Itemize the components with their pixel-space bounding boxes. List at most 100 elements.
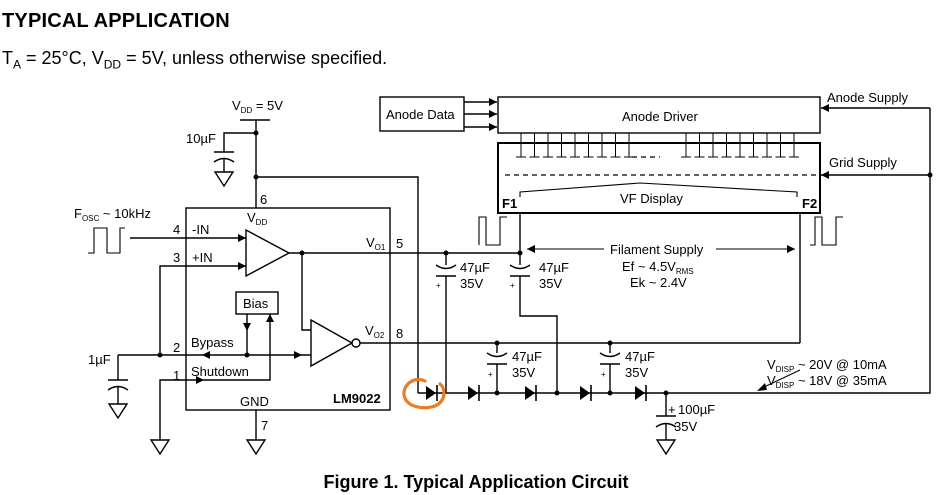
oscillator-label: FOSC ~ 10kHz — [74, 206, 151, 223]
plus-sign: + — [668, 402, 676, 417]
diode-icon — [635, 385, 647, 401]
anode-supply-label: Anode Supply — [827, 90, 908, 105]
capacitor-pump2: 47µF 35V + — [599, 343, 655, 393]
capacitor-pump2-cap: 47µF — [625, 349, 655, 364]
anode-pin — [610, 133, 621, 158]
plus-sign: + — [488, 370, 493, 379]
vf-display-block: F1 F2 VF Display — [497, 133, 821, 214]
ic-vdd-label: VDD — [247, 210, 267, 227]
anode-pin — [516, 133, 526, 158]
annotation-circle — [402, 377, 446, 410]
capacitor-out1: 47µF 35V + — [435, 253, 490, 393]
vdd-supply: VDD = 5V — [232, 98, 283, 208]
square-wave-icon — [88, 227, 125, 254]
plus-sign: + — [510, 281, 515, 290]
ground-icon — [656, 439, 676, 455]
anode-pin — [708, 133, 718, 158]
pin-4-name: -IN — [192, 222, 209, 237]
ground-icon — [108, 403, 128, 419]
vdisp-annotation: VDISP ~ 20V @ 10mA VDISP ~ 18V @ 35mA — [757, 357, 887, 391]
anode-pin — [543, 133, 553, 158]
plus-sign: + — [436, 281, 441, 290]
pin-8-name: VO2 — [365, 323, 385, 340]
capacitor-pump1-volt: 35V — [512, 365, 535, 380]
anode-data-label: Anode Data — [386, 107, 455, 122]
capacitor-100uf: + 100µF 35V — [655, 393, 715, 455]
capacitor-out2-volt: 35V — [539, 276, 562, 291]
anode-driver-block: Anode Driver — [497, 96, 821, 134]
pin-8-number: 8 — [396, 326, 403, 341]
anode-pin — [529, 133, 540, 158]
pin-4-number: 4 — [173, 222, 180, 237]
anode-pin — [583, 133, 594, 158]
f1-label: F1 — [502, 196, 517, 211]
capacitor-out2-cap: 47µF — [539, 260, 569, 275]
grid-supply-label: Grid Supply — [829, 155, 897, 170]
ic-part-number: LM9022 — [333, 391, 381, 406]
capacitor-10uf-label: 10µF — [186, 131, 216, 146]
anode-pin — [735, 133, 745, 158]
capacitor-pump1-cap: 47µF — [512, 349, 542, 364]
ta-symbol: T — [2, 48, 13, 68]
filament-ek: Ek ~ 2.4V — [630, 275, 687, 290]
ground-icon — [214, 171, 234, 187]
lm9022-ic: 6 VDD LM9022 GND 4 -IN 3 +IN VO1 5 VO2 8… — [118, 192, 800, 455]
anode-pin — [694, 133, 705, 158]
section-title: TYPICAL APPLICATION — [2, 10, 230, 32]
pin-1-number: 1 — [173, 368, 180, 383]
capacitor-out1-cap: 47µF — [460, 260, 490, 275]
ic-gnd-label: GND — [240, 394, 269, 409]
anode-data-block: Anode Data — [379, 96, 497, 132]
figure-caption: Figure 1. Typical Application Circuit — [323, 472, 629, 492]
amplifier-1 — [245, 228, 291, 278]
anode-pin — [556, 133, 567, 158]
diode-icon — [426, 385, 438, 401]
anode-pin — [681, 133, 691, 158]
pin-7-number: 7 — [261, 418, 268, 433]
pin-3-number: 3 — [173, 250, 180, 265]
ta-subscript: A — [13, 57, 22, 72]
anode-driver-label: Anode Driver — [622, 109, 699, 124]
anode-pin — [570, 133, 580, 158]
pin-5-name: VO1 — [366, 235, 386, 252]
pin-6-number: 6 — [260, 192, 267, 207]
pin-5-number: 5 — [396, 236, 403, 251]
capacitor-out2: 47µF 35V + — [509, 253, 569, 393]
capacitor-pump1: 47µF 35V + — [486, 343, 542, 393]
capacitor-10uf: 10µF — [186, 131, 256, 187]
pin-1-name: Shutdown — [191, 364, 249, 379]
square-wave-icon — [478, 216, 507, 246]
ground-icon — [150, 439, 170, 455]
vdd-value: = 5V, unless otherwise specified. — [121, 48, 388, 68]
pin-3-name: +IN — [192, 250, 213, 265]
capacitor-1uf: 1µF — [88, 352, 129, 419]
anode-pin — [597, 133, 607, 158]
diode-icon — [468, 385, 480, 401]
plus-sign: + — [601, 370, 606, 379]
anode-pin — [721, 133, 732, 158]
pin-2-name: Bypass — [191, 335, 234, 350]
anode-pin — [789, 133, 799, 158]
vdd-subscript: DD — [103, 57, 122, 72]
filament-supply: Filament Supply Ef ~ 4.5VRMS Ek ~ 2.4V — [527, 242, 795, 290]
anode-pin — [762, 133, 772, 158]
anode-pin — [775, 133, 786, 158]
square-wave-icon — [810, 216, 843, 246]
vdd-supply-label: VDD = 5V — [232, 98, 283, 115]
diode-icon — [525, 385, 537, 401]
anode-pins — [516, 133, 799, 158]
capacitor-100uf-volt: 35V — [674, 419, 697, 434]
vf-display-label: VF Display — [620, 191, 683, 206]
inverter-amplifier — [310, 318, 354, 368]
capacitor-pump2-volt: 35V — [625, 365, 648, 380]
f2-label: F2 — [802, 196, 817, 211]
vdisp-line-2: VDISP ~ 18V @ 35mA — [767, 373, 887, 390]
capacitor-100uf-cap: 100µF — [678, 402, 715, 417]
capacitor-out1-volt: 35V — [460, 276, 483, 291]
pin-2-number: 2 — [173, 340, 180, 355]
capacitor-1uf-label: 1µF — [88, 352, 111, 367]
operating-conditions: TA = 25°C, VDD = 5V, unless otherwise sp… — [2, 48, 387, 72]
filament-supply-label: Filament Supply — [610, 242, 704, 257]
filament-ef: Ef ~ 4.5VRMS — [622, 259, 694, 276]
